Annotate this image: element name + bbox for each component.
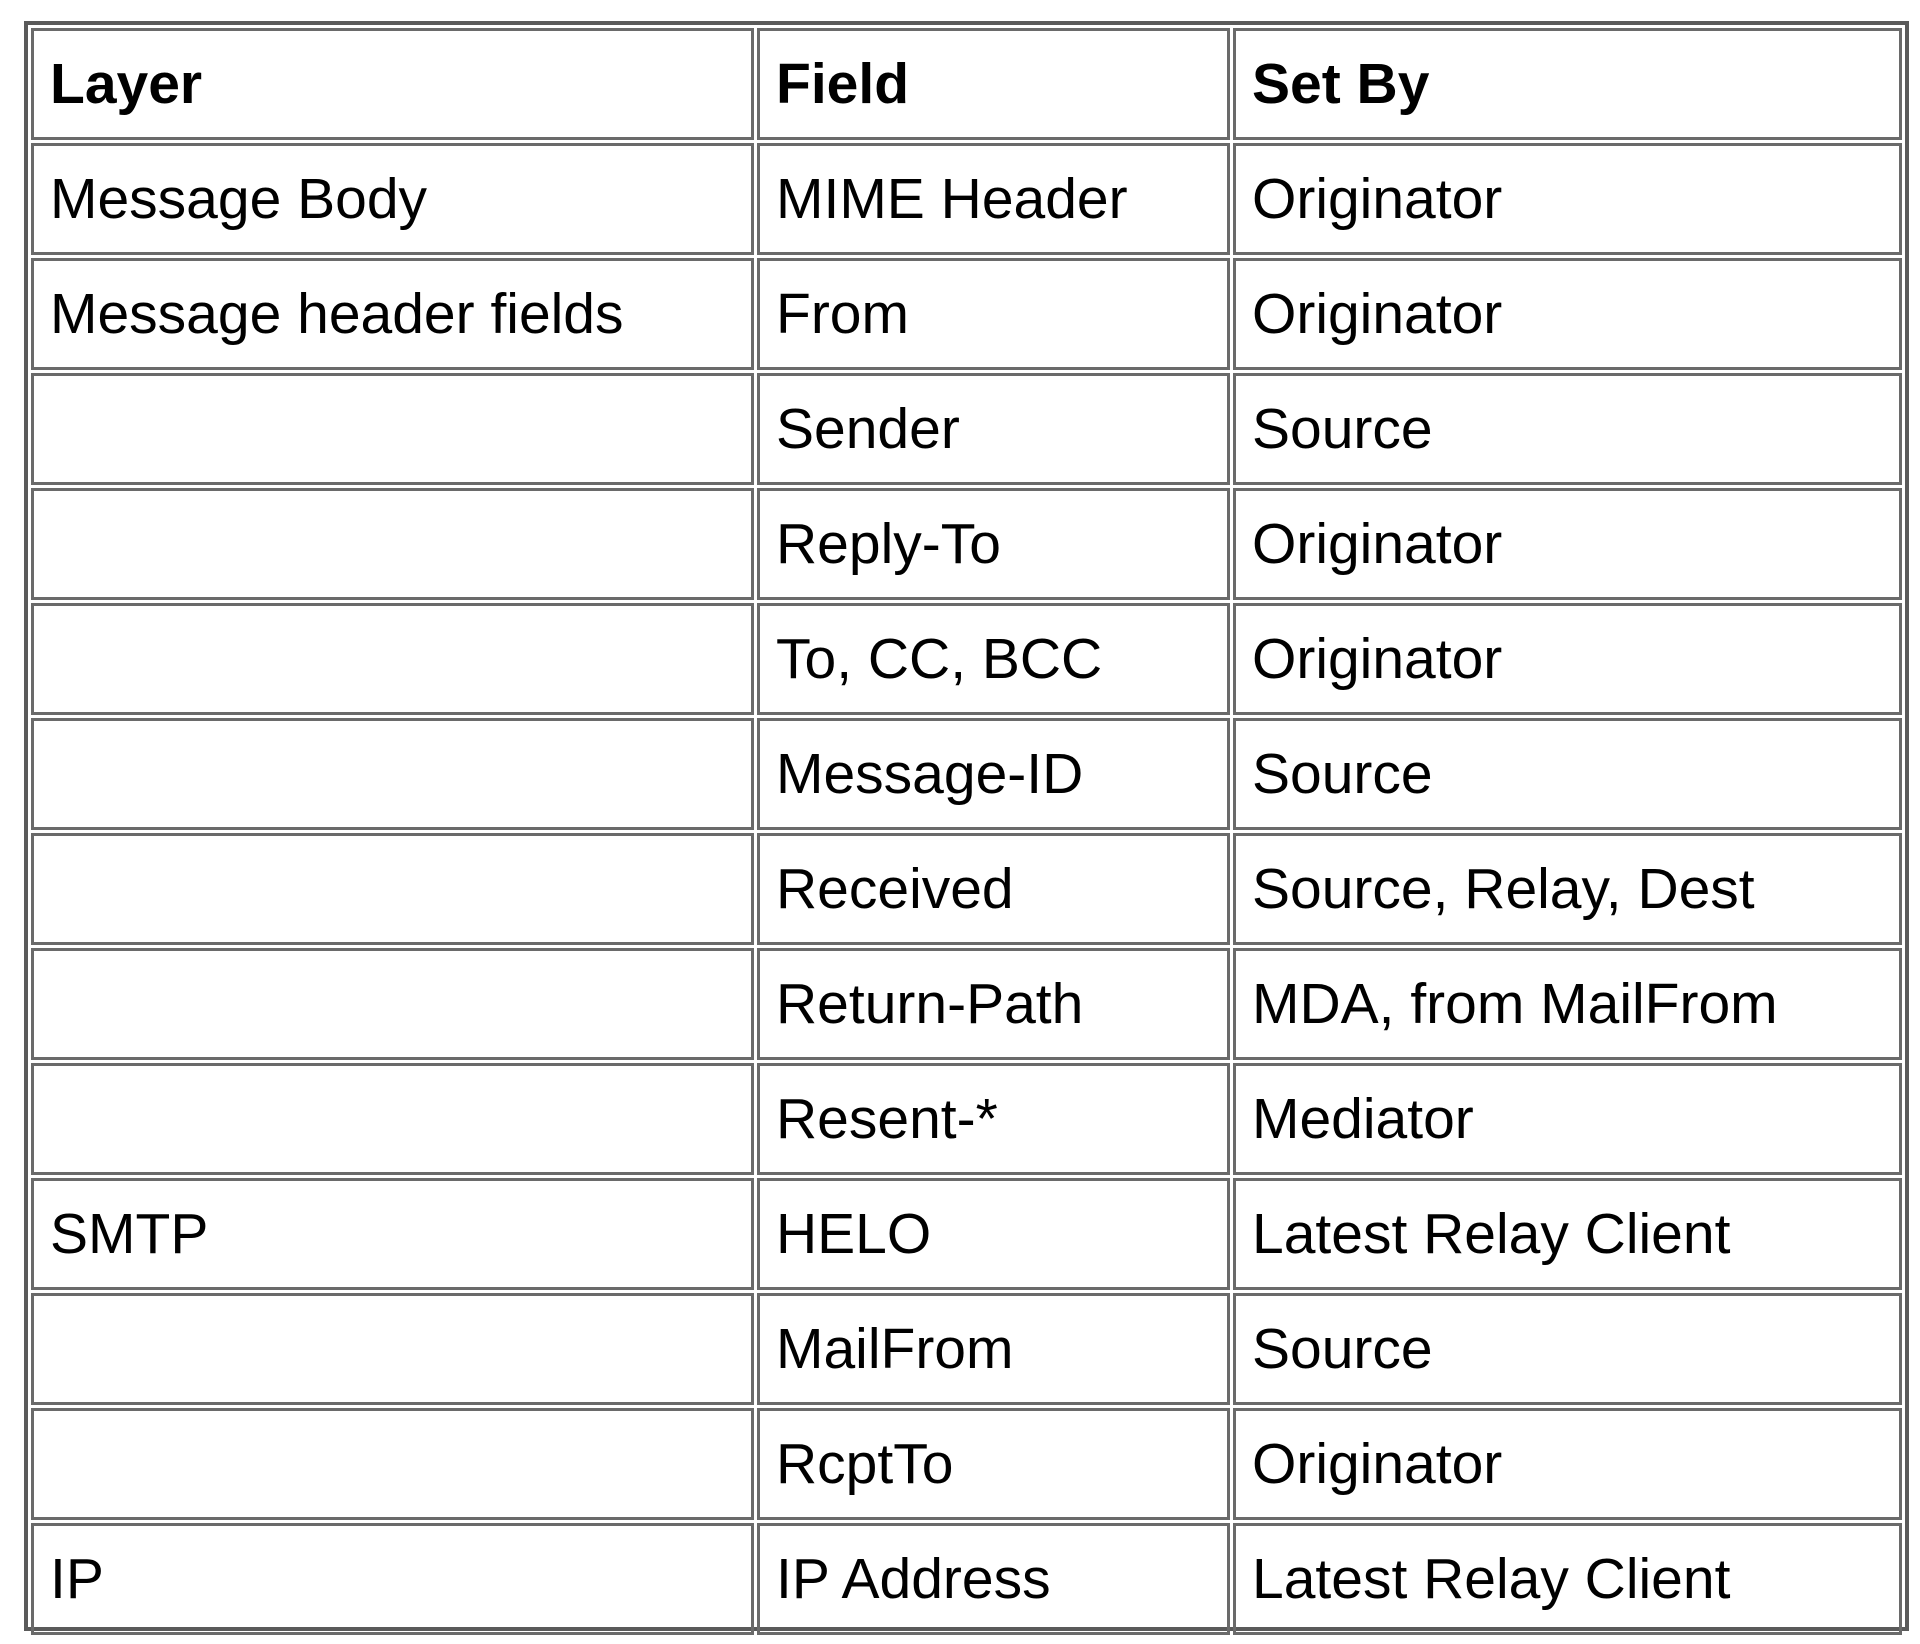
cell-set-by: Latest Relay Client: [1233, 1523, 1902, 1635]
table-row: RcptTo Originator: [31, 1408, 1902, 1520]
cell-layer: [31, 948, 754, 1060]
header-field: Field: [757, 28, 1230, 140]
cell-layer: [31, 718, 754, 830]
cell-layer: [31, 1293, 754, 1405]
cell-field: Message-ID: [757, 718, 1230, 830]
table-row: Message header fields From Originator: [31, 258, 1902, 370]
cell-layer: [31, 1408, 754, 1520]
cell-field: To, CC, BCC: [757, 603, 1230, 715]
table-frame: Layer Field Set By Message Body MIME Hea…: [24, 21, 1909, 1635]
cell-layer: [31, 1063, 754, 1175]
header-set-by: Set By: [1233, 28, 1902, 140]
cell-field: Reply-To: [757, 488, 1230, 600]
cell-field: MailFrom: [757, 1293, 1230, 1405]
table-row: Resent-* Mediator: [31, 1063, 1902, 1175]
table-row: Message Body MIME Header Originator: [31, 143, 1902, 255]
cell-layer: Message header fields: [31, 258, 754, 370]
cell-field: IP Address: [757, 1523, 1230, 1635]
cell-layer: [31, 488, 754, 600]
cell-set-by: Originator: [1233, 1408, 1902, 1520]
cell-field: MIME Header: [757, 143, 1230, 255]
cell-set-by: Mediator: [1233, 1063, 1902, 1175]
cell-set-by: Source, Relay, Dest: [1233, 833, 1902, 945]
cell-field: RcptTo: [757, 1408, 1230, 1520]
cell-set-by: Originator: [1233, 603, 1902, 715]
cell-layer: IP: [31, 1523, 754, 1635]
cell-field: From: [757, 258, 1230, 370]
cell-set-by: Originator: [1233, 143, 1902, 255]
table-row: SMTP HELO Latest Relay Client: [31, 1178, 1902, 1290]
table-row: Return-Path MDA, from MailFrom: [31, 948, 1902, 1060]
header-row: Layer Field Set By: [31, 28, 1902, 140]
cell-layer: Message Body: [31, 143, 754, 255]
cell-set-by: Latest Relay Client: [1233, 1178, 1902, 1290]
cell-set-by: MDA, from MailFrom: [1233, 948, 1902, 1060]
cell-field: Received: [757, 833, 1230, 945]
table-row: To, CC, BCC Originator: [31, 603, 1902, 715]
cell-layer: SMTP: [31, 1178, 754, 1290]
cell-field: HELO: [757, 1178, 1230, 1290]
cell-field: Sender: [757, 373, 1230, 485]
cell-set-by: Source: [1233, 718, 1902, 830]
table-row: Sender Source: [31, 373, 1902, 485]
header-layer: Layer: [31, 28, 754, 140]
cell-set-by: Source: [1233, 373, 1902, 485]
cell-set-by: Originator: [1233, 258, 1902, 370]
table-row: Reply-To Originator: [31, 488, 1902, 600]
cell-set-by: Originator: [1233, 488, 1902, 600]
cell-layer: [31, 603, 754, 715]
table-row: Message-ID Source: [31, 718, 1902, 830]
cell-field: Resent-*: [757, 1063, 1230, 1175]
table-row: Received Source, Relay, Dest: [31, 833, 1902, 945]
cell-layer: [31, 373, 754, 485]
cell-set-by: Source: [1233, 1293, 1902, 1405]
cell-layer: [31, 833, 754, 945]
cell-field: Return-Path: [757, 948, 1230, 1060]
table-row: MailFrom Source: [31, 1293, 1902, 1405]
email-fields-table: Layer Field Set By Message Body MIME Hea…: [28, 25, 1905, 1638]
table-row: IP IP Address Latest Relay Client: [31, 1523, 1902, 1635]
